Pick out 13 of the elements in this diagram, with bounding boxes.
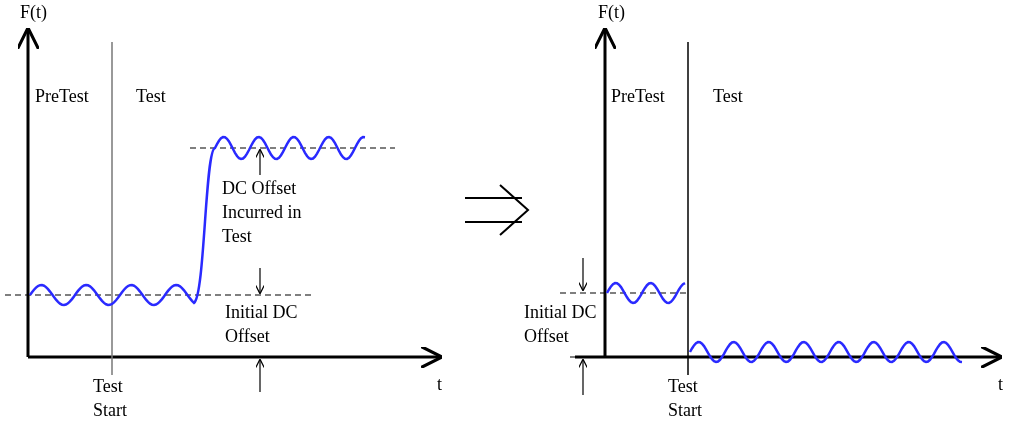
marker-label: Test Start [668,375,703,422]
axis-label: t [998,373,1003,396]
phase-label: Test [713,85,743,108]
axis-label: F(t) [20,1,47,24]
marker-label: Test Start [93,375,128,422]
phase-label: Test [136,85,166,108]
phase-label: PreTest [35,85,89,108]
annotation-text: Initial DC Offset [225,301,299,348]
phase-label: PreTest [611,85,665,108]
annotation-text: DC Offset Incurred in Test [222,177,303,248]
axis-label: t [437,373,442,396]
annotation-text: Initial DC Offset [524,301,598,348]
axis-label: F(t) [598,1,625,24]
